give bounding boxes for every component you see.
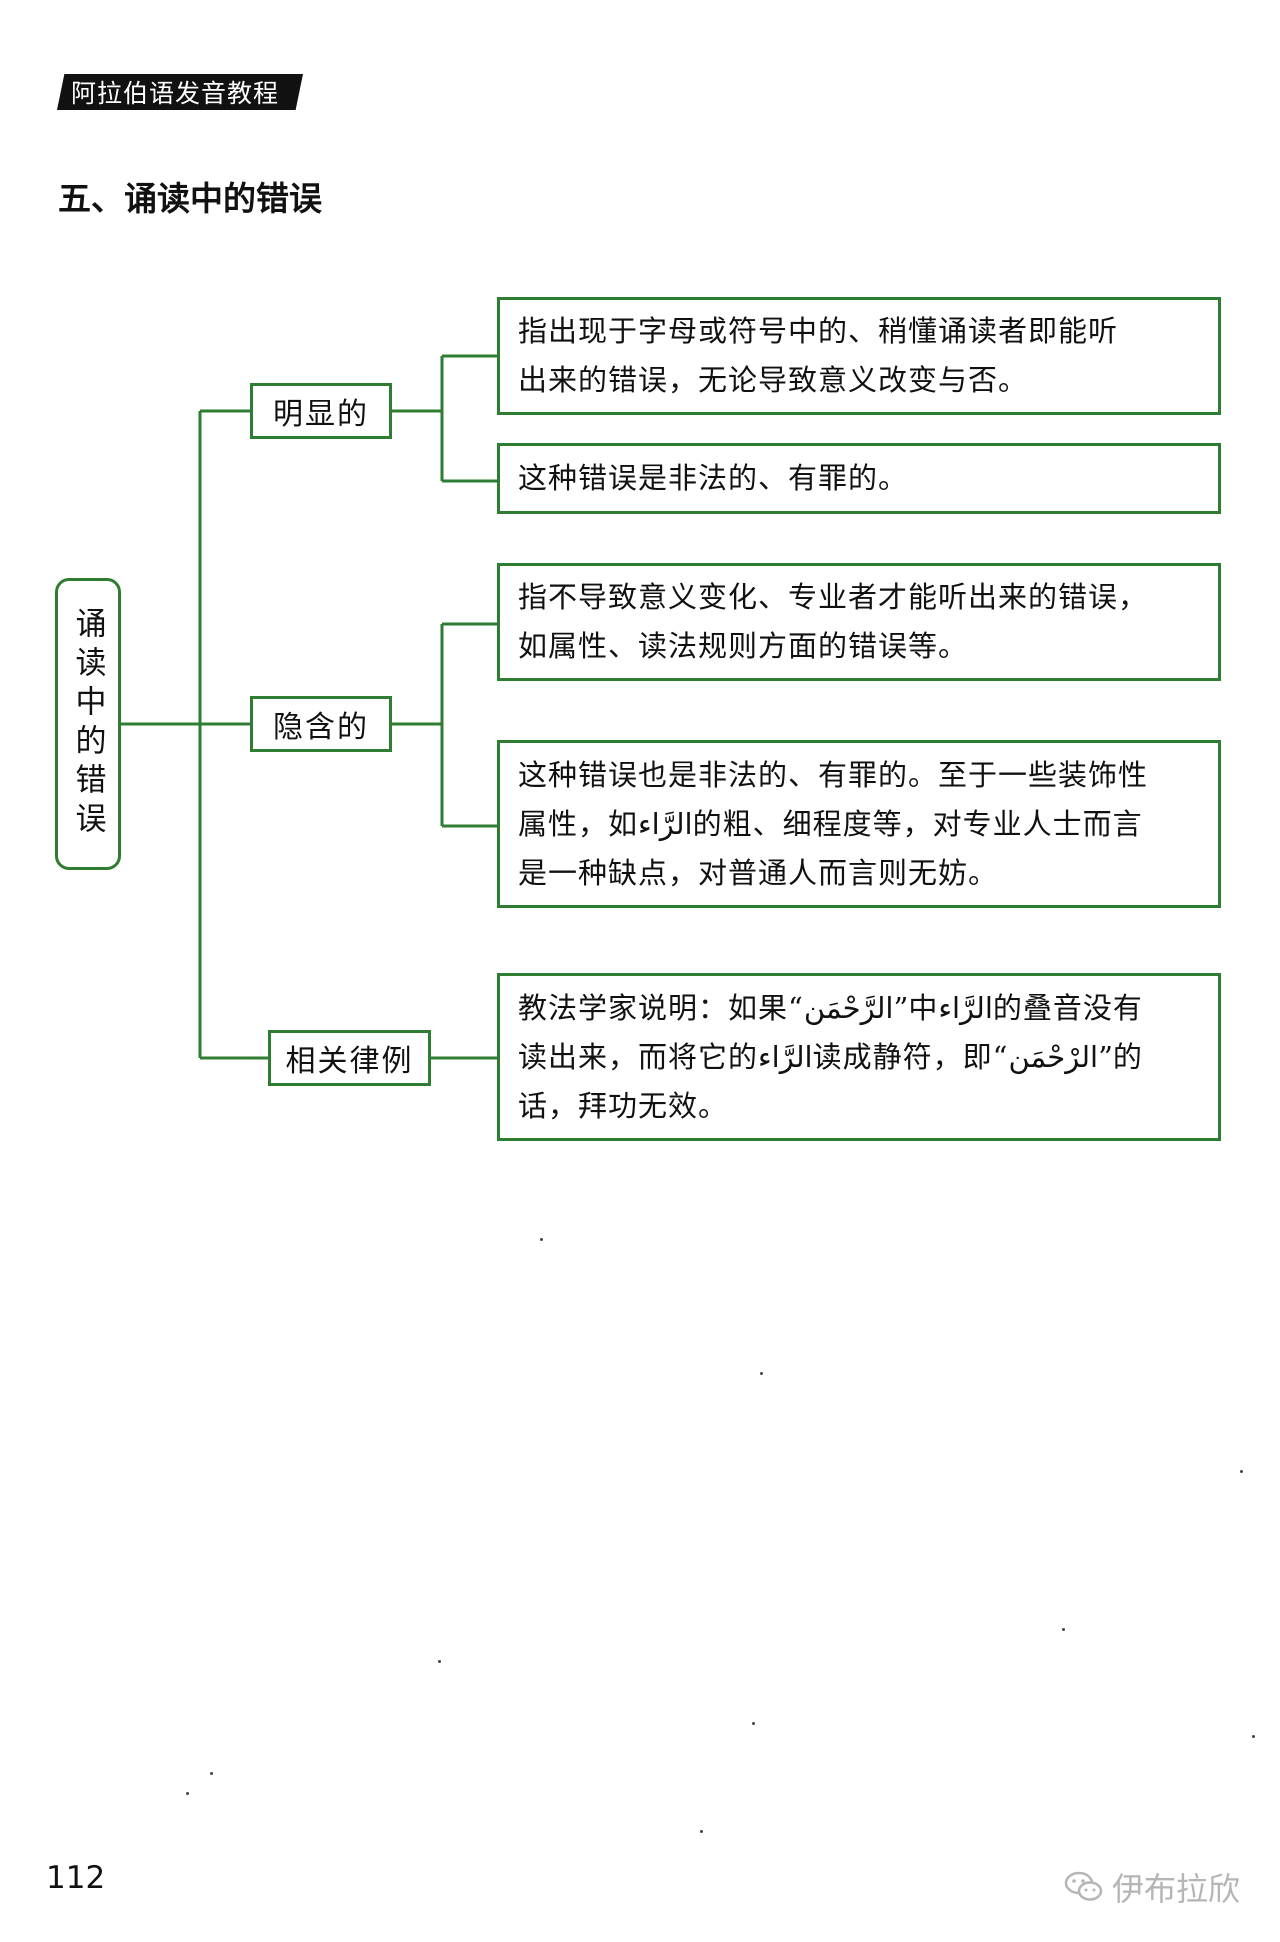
leaf-line: 属性，如الرَّاء的粗、细程度等，对专业人士而言 (518, 806, 1143, 841)
leaf-line: 指不导致意义变化、专业者才能听出来的错误， (518, 580, 1149, 614)
watermark-text: 伊布拉欣 (1111, 1870, 1240, 1908)
branch-node-related-rules: 相关律例 (268, 1030, 431, 1086)
scan-speck (760, 1372, 763, 1375)
leaf-line: 指出现于字母或符号中的、稍懂诵读者即能听 (518, 314, 1119, 348)
leaf-line: 如属性、读法规则方面的错误等。 (518, 629, 969, 663)
scan-speck (1062, 1628, 1065, 1631)
leaf-obvious-definition: 指出现于字母或符号中的、稍懂诵读者即能听 出来的错误，无论导致意义改变与否。 (497, 297, 1221, 415)
leaf-line: 读出来，而将它的الرَّاء读成静符，即“الرْحْمَن”的 (518, 1039, 1143, 1074)
header-banner-text: 阿拉伯语发音教程 (71, 79, 280, 108)
scan-speck (186, 1792, 189, 1795)
branch-node-hidden: 隐含的 (250, 696, 392, 752)
scan-speck (700, 1830, 703, 1833)
leaf-line: 话，拜功无效。 (518, 1088, 729, 1123)
section-title: 五、诵读中的错误 (58, 179, 322, 218)
leaf-related-rule-example: 教法学家说明：如果“الرَّحْمَن”中الرَّاء的叠音没有 读出来，而… (497, 973, 1221, 1141)
scan-speck (540, 1238, 543, 1241)
leaf-hidden-definition: 指不导致意义变化、专业者才能听出来的错误， 如属性、读法规则方面的错误等。 (497, 563, 1221, 681)
leaf-line: 教法学家说明：如果“الرَّحْمَن”中الرَّاء的叠音没有 (518, 990, 1143, 1025)
leaf-obvious-ruling: 这种错误是非法的、有罪的。 (497, 443, 1221, 514)
leaf-line: 这种错误是非法的、有罪的。 (518, 461, 909, 495)
watermark: 伊布拉欣 (1064, 1864, 1240, 1910)
branch-node-label: 相关律例 (285, 1044, 414, 1079)
scan-speck (1240, 1470, 1243, 1473)
leaf-hidden-ruling: 这种错误也是非法的、有罪的。至于一些装饰性 属性，如الرَّاء的粗、细程度等… (497, 740, 1221, 908)
leaf-line: 出来的错误，无论导致意义改变与否。 (518, 363, 1029, 397)
leaf-line: 这种错误也是非法的、有罪的。至于一些装饰性 (518, 757, 1149, 792)
wechat-icon (1064, 1871, 1103, 1901)
scan-speck (752, 1722, 755, 1725)
root-node-label: 诵读中的错误 (69, 607, 106, 841)
scan-speck (1252, 1735, 1255, 1738)
leaf-line: 是一种缺点，对普通人而言则无妨。 (518, 855, 999, 890)
branch-node-obvious: 明显的 (250, 383, 392, 439)
scan-speck (210, 1772, 213, 1775)
root-node: 诵读中的错误 (55, 578, 121, 870)
page-number: 112 (46, 1860, 106, 1896)
branch-node-label: 明显的 (273, 397, 369, 432)
header-banner: 阿拉伯语发音教程 (57, 74, 303, 110)
scan-speck (438, 1660, 441, 1663)
branch-node-label: 隐含的 (273, 710, 369, 745)
